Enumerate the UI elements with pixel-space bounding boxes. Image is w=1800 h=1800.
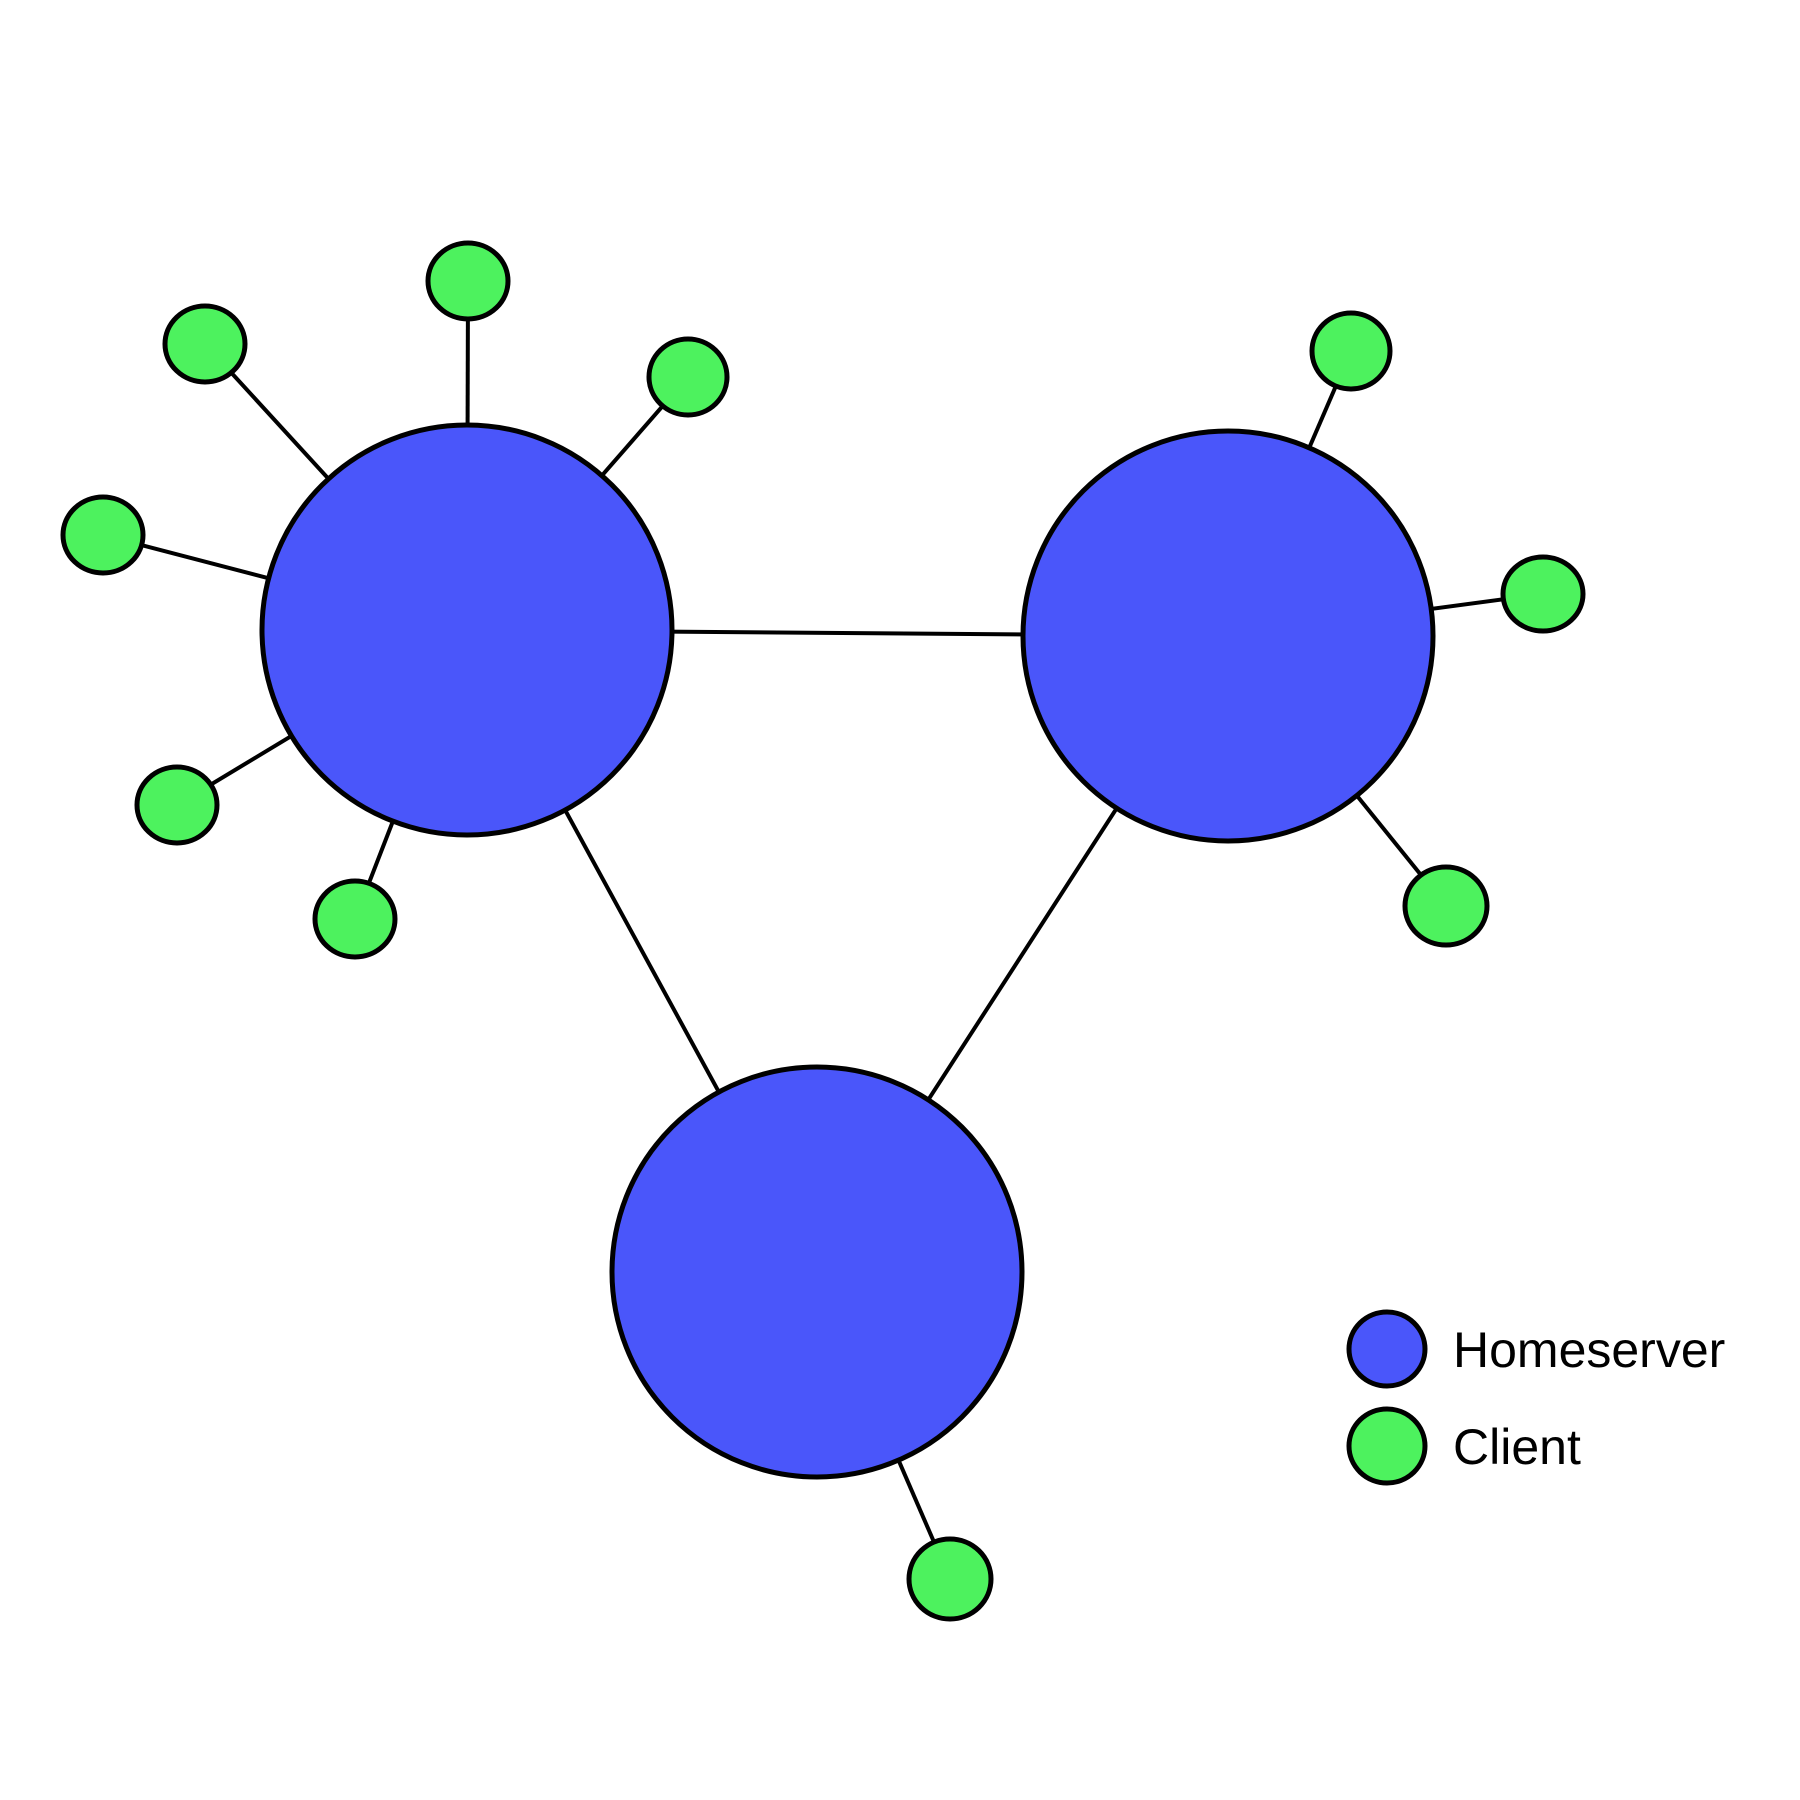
legend-swatch-homeserver bbox=[1346, 1309, 1428, 1389]
node-c10-client bbox=[906, 1536, 994, 1622]
node-hs1-homeserver bbox=[259, 422, 675, 838]
node-hs3-homeserver bbox=[609, 1064, 1025, 1480]
nodes-layer bbox=[60, 240, 1586, 1622]
legend-swatch-client bbox=[1346, 1406, 1428, 1486]
legend-swatches bbox=[1346, 1309, 1428, 1486]
node-c4-client bbox=[60, 494, 146, 576]
node-c5-client bbox=[134, 764, 220, 846]
node-c6-client bbox=[312, 878, 398, 960]
node-c2-client bbox=[162, 303, 248, 385]
node-c9-client bbox=[1402, 864, 1490, 948]
node-c8-client bbox=[1500, 554, 1586, 634]
legend-label-client: Client bbox=[1453, 1419, 1581, 1475]
node-hs2-homeserver bbox=[1020, 428, 1436, 844]
legend: Homeserver Client bbox=[1346, 1309, 1725, 1486]
legend-label-homeserver: Homeserver bbox=[1453, 1322, 1725, 1378]
node-c7-client bbox=[1309, 310, 1393, 392]
node-c3-client bbox=[646, 336, 730, 418]
node-c1-client bbox=[425, 240, 511, 322]
